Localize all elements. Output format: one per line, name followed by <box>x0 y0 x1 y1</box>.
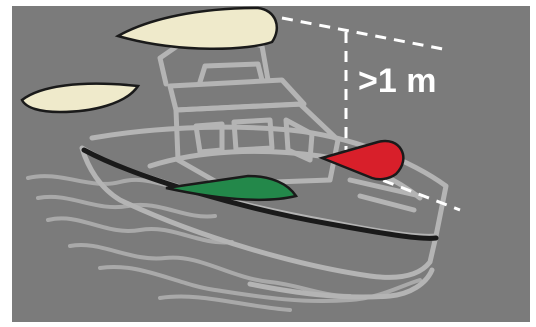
bow-wake <box>247 267 435 300</box>
flybridge <box>167 77 307 113</box>
bow-rail <box>357 193 417 213</box>
port-sidelight-sector <box>318 139 405 181</box>
cabin-window <box>283 117 315 163</box>
hull-band <box>81 147 439 241</box>
masthead-light-sector <box>114 6 278 51</box>
cabin-window <box>193 121 225 155</box>
background-panel <box>12 6 530 322</box>
ripple-line <box>158 294 292 312</box>
bow-rail <box>347 177 423 199</box>
stern-light-sector <box>20 82 141 114</box>
ripple-line <box>68 243 352 298</box>
upper-reference-line <box>281 16 449 52</box>
flybridge-rail <box>197 61 265 85</box>
motor-cruiser <box>79 35 449 300</box>
deck-line <box>147 148 423 201</box>
deck-edge <box>89 124 449 239</box>
cabin-window <box>231 117 275 153</box>
ripple-line <box>98 265 422 304</box>
ripple-line <box>46 216 234 245</box>
height-label: >1 m <box>358 62 436 100</box>
starboard-sidelight-sector <box>165 174 299 202</box>
